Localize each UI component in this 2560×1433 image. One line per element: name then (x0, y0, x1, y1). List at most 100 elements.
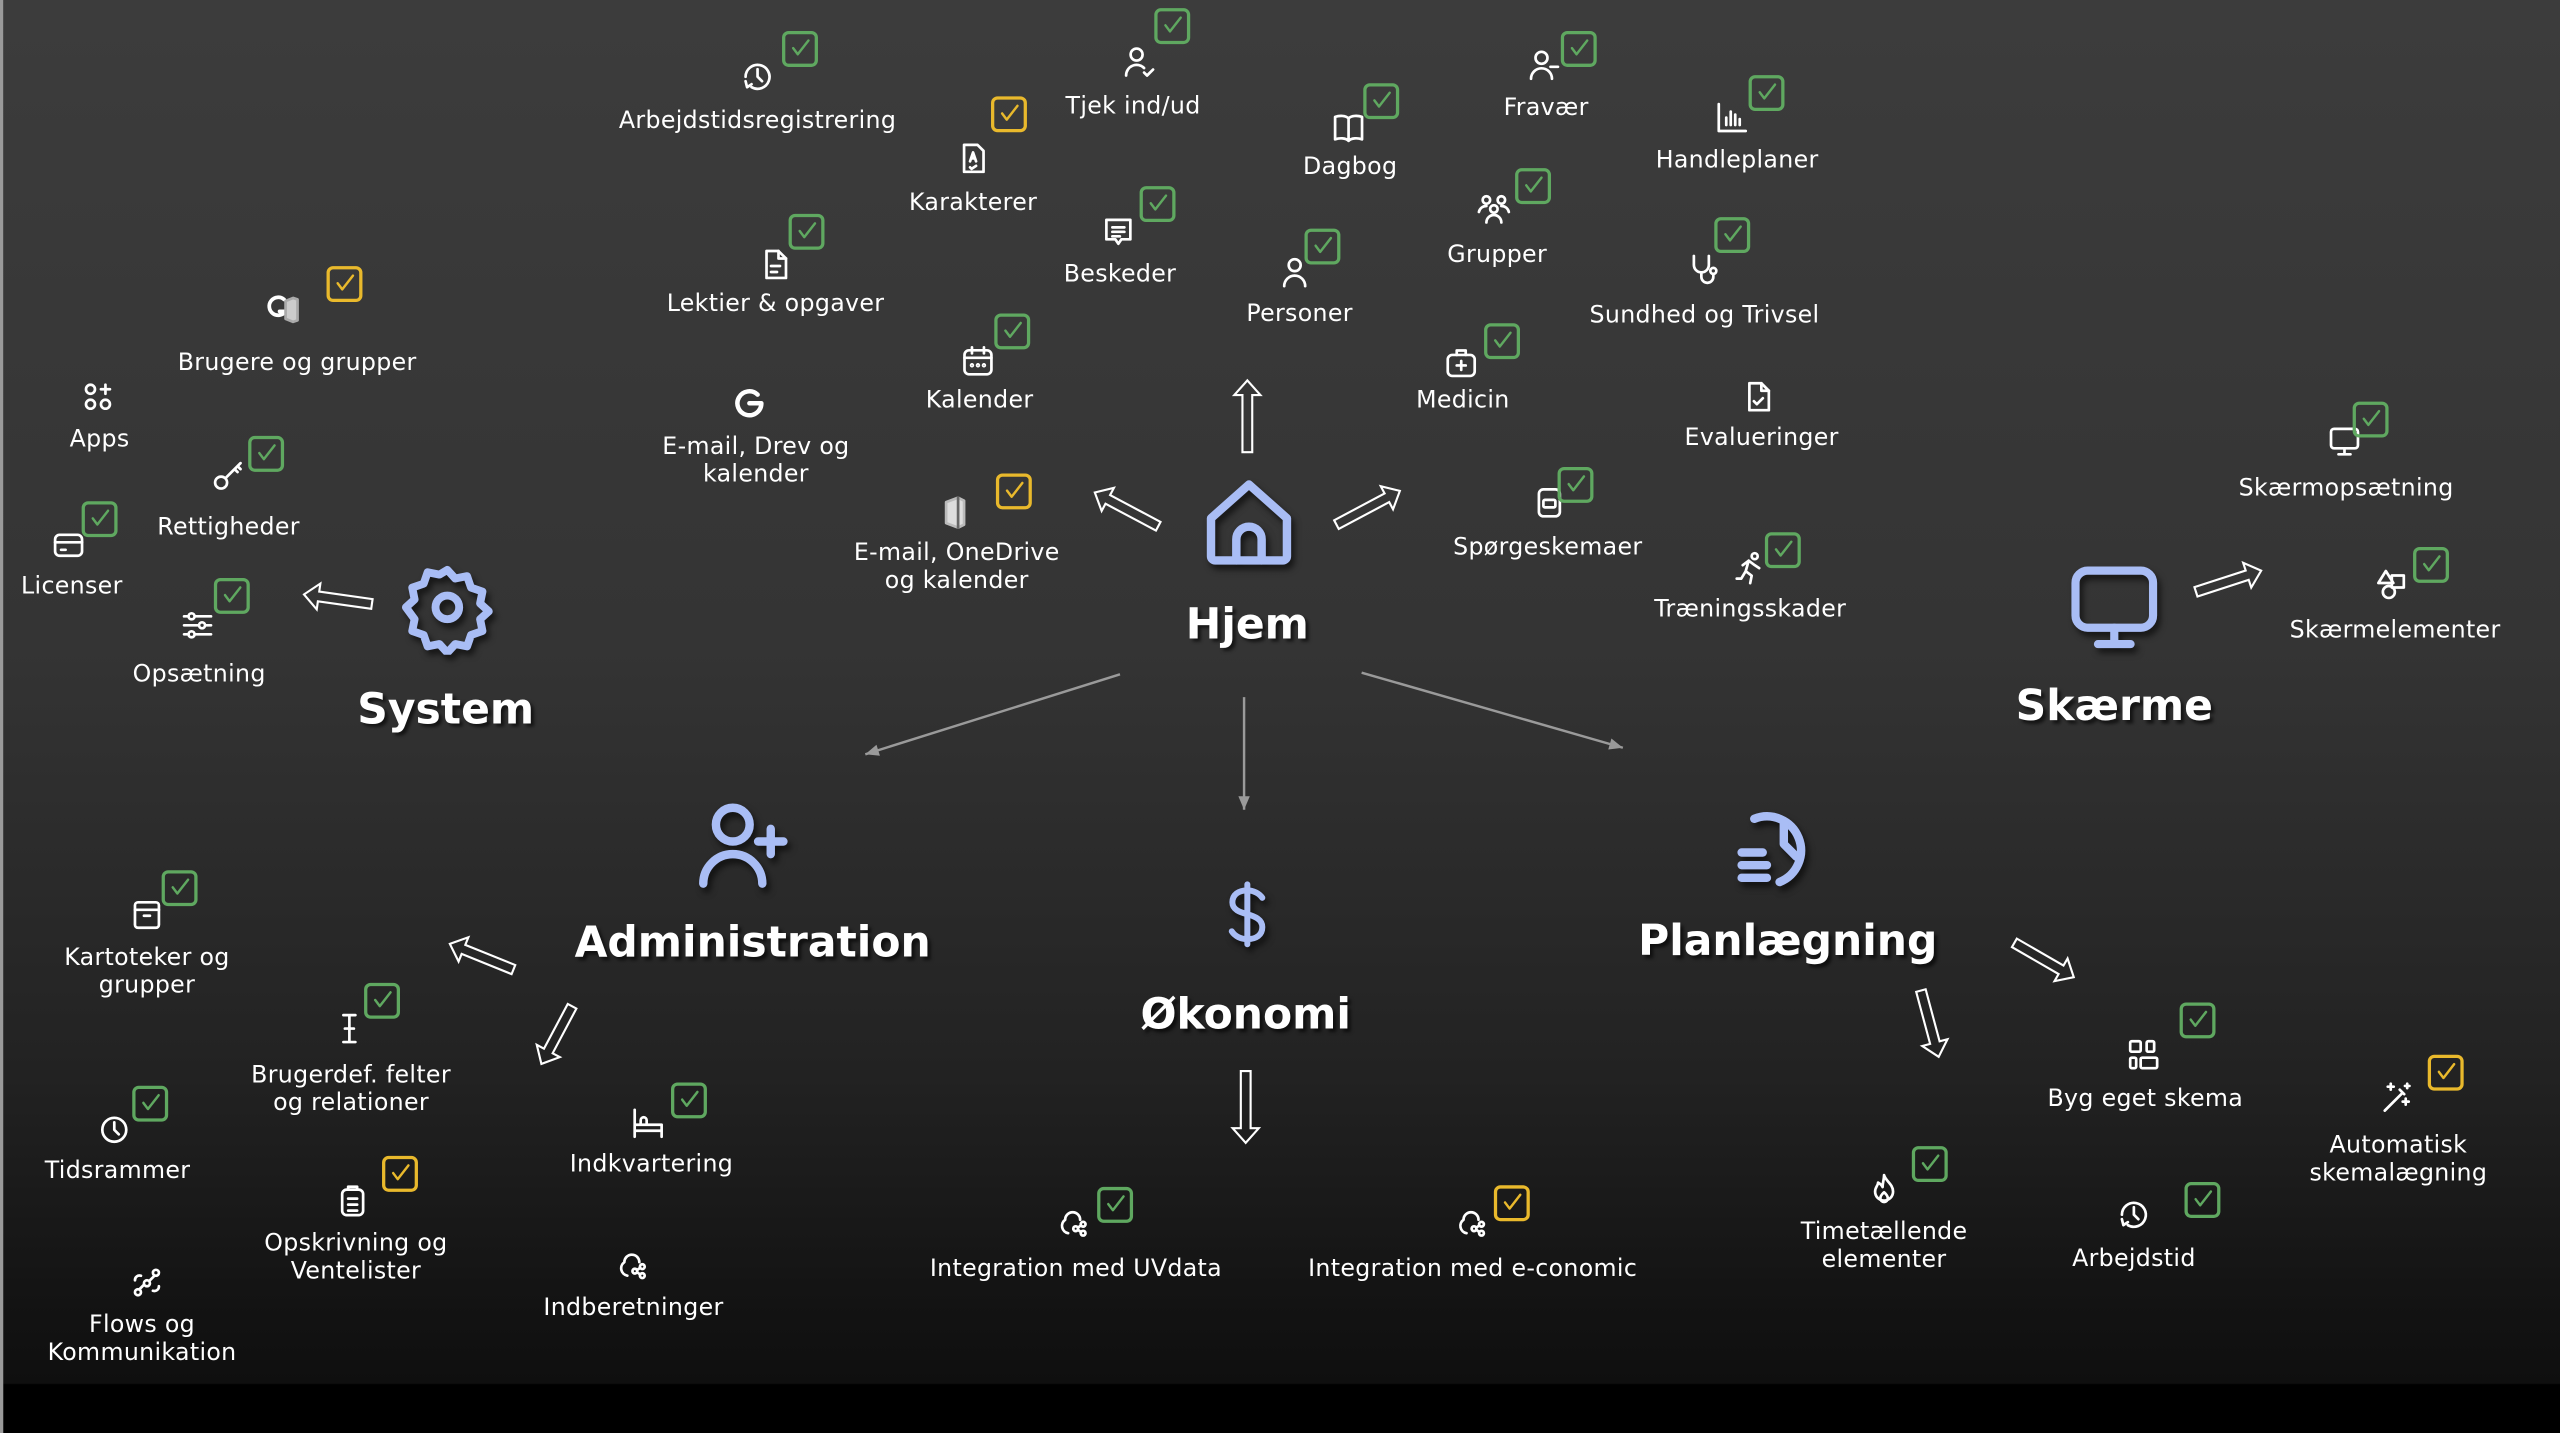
key-icon (211, 457, 247, 493)
feature-label: Karakterer (908, 190, 1038, 217)
status-check-icon-green (1911, 1146, 1948, 1183)
feature-label: Licenser (21, 573, 123, 600)
feature-label: Opskrivning og Ventelister (264, 1231, 448, 1285)
feature-label: Apps (69, 426, 130, 454)
cloud-share-icon (1055, 1203, 1091, 1239)
questionnaire-icon (1531, 485, 1567, 521)
gear-icon[interactable] (400, 560, 495, 655)
connector-line (1361, 671, 1624, 749)
dollar-icon[interactable] (1211, 878, 1283, 950)
status-check-icon-yellow (382, 1155, 418, 1192)
card-icon (51, 527, 87, 563)
feature-label: Grupper (1447, 242, 1547, 269)
feature-label: Arbejdstidsregistrering (618, 108, 897, 135)
hub-title-skaerme[interactable]: Skærme (2015, 682, 2213, 732)
status-check-icon-green (1714, 217, 1751, 254)
flow-icon (129, 1265, 165, 1301)
hollow-arrow-icon (535, 1002, 578, 1066)
feature-label: Indberetninger (543, 1295, 724, 1322)
wand-icon (2379, 1079, 2415, 1115)
google-icon (731, 385, 767, 421)
feature-label: Tidsrammer (44, 1158, 191, 1185)
status-check-icon-yellow (2427, 1054, 2464, 1091)
status-check-icon-green (1363, 83, 1400, 120)
hub-title-planlaegning[interactable]: Planlægning (1638, 917, 1938, 967)
arrowhead-icon (1608, 738, 1623, 750)
people-icon (1476, 191, 1512, 227)
status-check-icon-green (1484, 323, 1520, 360)
layout-icon (2126, 1037, 2162, 1073)
feature-label: Dagbog (1303, 154, 1398, 181)
feature-label: Personer (1246, 301, 1353, 328)
cloud-share-icon (1453, 1203, 1489, 1239)
archive-icon (129, 896, 165, 932)
status-check-icon-green (788, 213, 825, 250)
hub-title-system[interactable]: System (357, 685, 535, 735)
medkit-icon (1443, 344, 1479, 380)
hollow-arrow-icon (1914, 987, 1950, 1059)
clock-lines-icon[interactable] (1729, 793, 1830, 894)
status-check-icon-green (1557, 466, 1594, 503)
person-minus-icon (1527, 47, 1563, 83)
status-check-icon-green (1748, 75, 1785, 112)
chat-icon (1100, 214, 1136, 250)
status-check-icon-green (1139, 186, 1176, 223)
feature-label: Skærmelementer (2289, 617, 2501, 645)
status-check-icon-yellow (991, 96, 1027, 133)
feature-label: Beskeder (1063, 262, 1177, 289)
monitor-icon[interactable] (2065, 558, 2163, 656)
small-monitor-icon (2327, 423, 2363, 459)
status-check-icon-green (81, 501, 118, 538)
status-check-icon-green (1560, 31, 1597, 67)
flame-icon (1866, 1171, 1902, 1207)
hub-title-hjem[interactable]: Hjem (1185, 600, 1309, 650)
connector-line (864, 673, 1121, 756)
feature-label: Arbejdstid (2072, 1246, 2196, 1273)
hollow-arrow-icon (302, 581, 374, 612)
feature-label: Tjek ind/ud (1065, 93, 1201, 120)
bed-icon (630, 1105, 666, 1141)
calendar-icon (960, 343, 996, 379)
person-add-icon[interactable] (691, 795, 792, 896)
bar-chart-icon (1714, 100, 1750, 136)
feature-label: Lektier & opgaver (666, 291, 885, 318)
status-check-icon-green (248, 435, 285, 472)
house-icon[interactable] (1198, 472, 1299, 573)
person-icon (1277, 255, 1313, 291)
status-check-icon-green (161, 870, 198, 907)
status-check-icon-green (2179, 1002, 2216, 1039)
status-check-icon-green (2184, 1182, 2221, 1218)
status-check-icon-yellow (995, 473, 1032, 510)
feature-label: Handleplaner (1655, 147, 1819, 174)
status-check-icon-green (994, 313, 1031, 350)
sliders-icon (180, 607, 216, 643)
status-check-icon-green (1304, 228, 1341, 265)
status-check-icon-green (132, 1085, 169, 1122)
feature-label: Indkvartering (569, 1151, 734, 1178)
arrowhead-icon (865, 744, 880, 756)
status-check-icon-green (1515, 168, 1552, 205)
feature-label: E-mail, OneDrive og kalender (853, 540, 1060, 595)
feature-label: Byg eget skema (2047, 1086, 2244, 1113)
feature-label: Opsætning (132, 662, 266, 689)
feature-label: Brugere og grupper (177, 350, 417, 377)
text-cursor-icon (331, 1011, 367, 1047)
office-icon (937, 495, 973, 531)
status-check-icon-green (671, 1082, 707, 1119)
status-check-icon-green (2352, 401, 2389, 438)
feature-label: E-mail, Drev og kalender (662, 434, 850, 489)
feature-label: Rettigheder (157, 515, 300, 542)
clock-history-icon (2116, 1197, 2152, 1233)
hub-title-okonomi[interactable]: Økonomi (1140, 991, 1351, 1040)
feature-label: Kalender (925, 387, 1034, 414)
status-check-icon-green (2413, 546, 2449, 583)
feature-label: Sundhed og Trivsel (1589, 302, 1820, 329)
clock-icon (96, 1112, 132, 1148)
feature-label: Træningsskader (1654, 596, 1847, 623)
feature-label: Spørgeskemaer (1453, 534, 1643, 561)
feature-label: Integration med UVdata (929, 1256, 1223, 1283)
hollow-arrow-icon (448, 935, 517, 976)
hollow-arrow-icon (1231, 378, 1263, 454)
hub-title-administration[interactable]: Administration (574, 919, 931, 969)
